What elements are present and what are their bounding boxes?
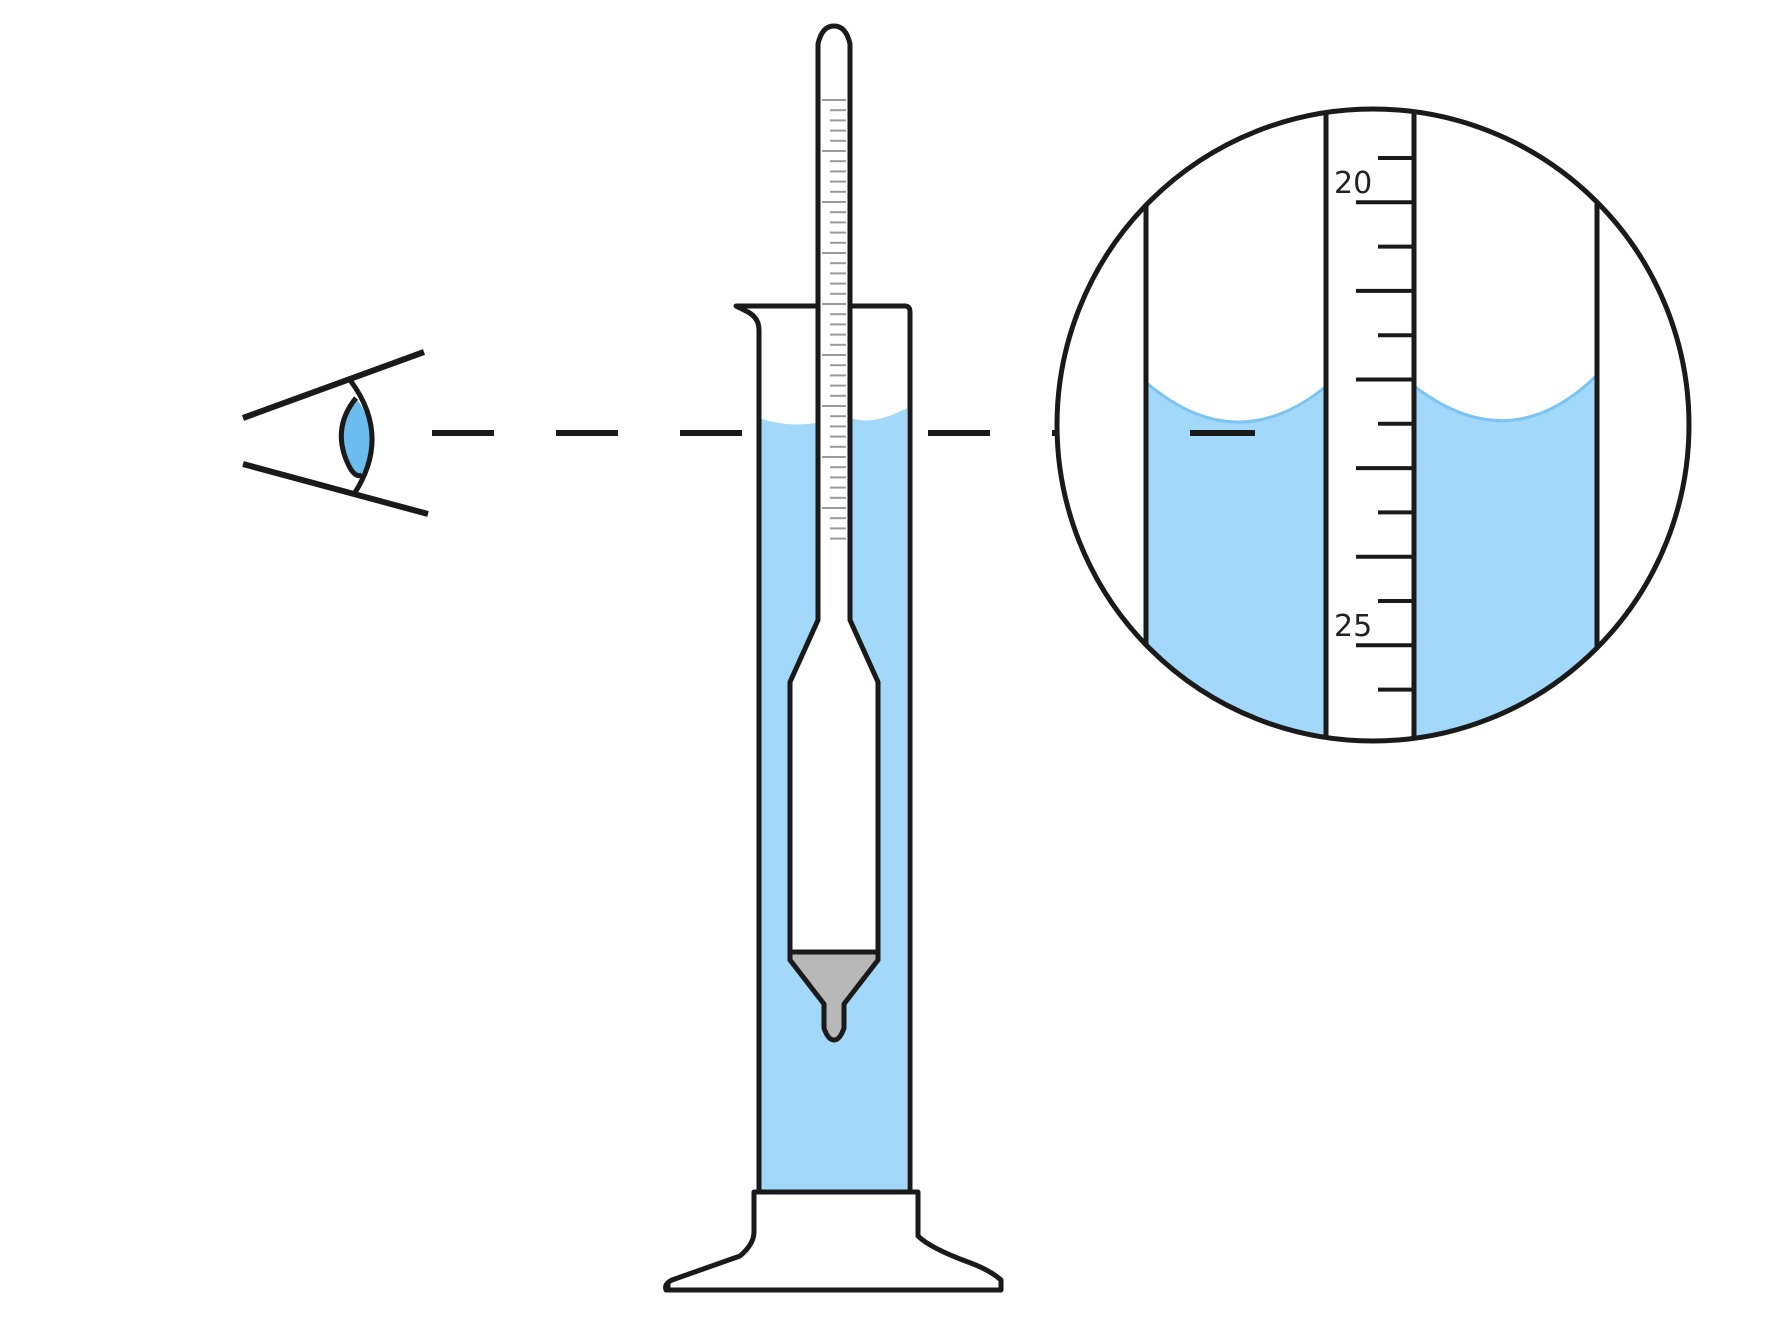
zoom-liquid-right (1414, 376, 1596, 741)
eye-iris (339, 398, 373, 476)
hydrometer (787, 23, 881, 1043)
hydrometer-weight (787, 949, 881, 1043)
eye-icon (241, 349, 429, 517)
zoom-scale-ticks (1356, 156, 1414, 692)
zoom-circle-outline (1054, 106, 1692, 744)
zoom-scale-label-20: 20 (1334, 166, 1372, 201)
cylinder-base (663, 1189, 1004, 1293)
zoom-magnified-view: 20 25 (1054, 106, 1692, 744)
zoom-liquid-left (1148, 384, 1324, 741)
zoom-scale-label-25: 25 (1334, 609, 1372, 644)
hydrometer-stem-scale (822, 99, 846, 540)
